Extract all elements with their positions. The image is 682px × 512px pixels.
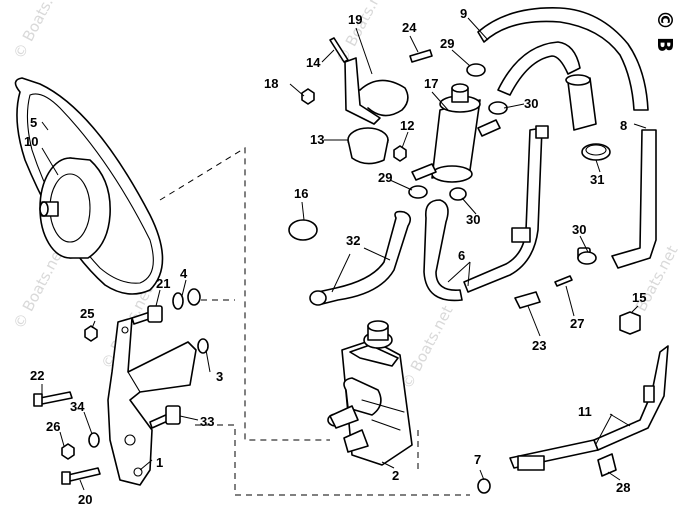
callout-19: 19 [348,12,362,27]
hardware-items [33,247,591,494]
callout-17: 17 [424,76,438,91]
callout-18: 18 [264,76,278,91]
callout-15: 15 [632,290,646,305]
callout-34: 34 [70,399,85,414]
watermark-text: © Boats.net [398,303,457,392]
return-hose [477,7,649,131]
callout-labels: 5 10 21 4 25 3 22 34 26 33 1 20 2 7 11 2… [24,6,646,507]
callout-8: 8 [620,118,627,133]
tube-assembly [423,125,549,302]
pressure-hose-upper [611,129,657,269]
callout-26: 26 [46,419,60,434]
callout-27: 27 [570,316,584,331]
callout-29b: 29 [378,170,392,185]
callout-22: 22 [30,368,44,383]
power-steering-pump [327,320,413,466]
callout-11: 11 [578,404,592,419]
callout-16: 16 [294,186,308,201]
assembly-dashed-lines [159,147,470,496]
callout-9: 9 [460,6,467,21]
callout-7: 7 [474,452,481,467]
callout-24: 24 [402,20,417,35]
pulley [39,157,111,259]
reservoir-bracket [301,37,433,165]
callout-30a: 30 [524,96,538,111]
callout-29a: 29 [440,36,454,51]
callout-5: 5 [30,115,37,130]
copyright-mark: © B [653,10,677,52]
callout-12: 12 [400,118,414,133]
callout-25: 25 [80,306,94,321]
callout-3: 3 [216,369,223,384]
callout-21: 21 [156,276,170,291]
callout-20: 20 [78,492,92,507]
mounting-bracket [107,317,197,486]
callout-14: 14 [306,55,321,70]
watermark-text: © Boats.net [10,0,69,62]
callout-31: 31 [590,172,604,187]
callout-2: 2 [392,468,399,483]
cooler-canister [411,83,501,183]
callout-1: 1 [156,455,163,470]
callout-30c: 30 [572,222,586,237]
callout-33: 33 [200,414,214,429]
callout-6: 6 [458,248,465,263]
inlet-hose [317,210,412,305]
callout-23: 23 [532,338,546,353]
high-pressure-line [509,311,669,471]
callout-30b: 30 [466,212,480,227]
leader-lines [41,17,647,491]
callout-4: 4 [180,266,188,281]
callout-32: 32 [346,233,360,248]
callout-28: 28 [616,480,630,495]
callout-13: 13 [310,132,324,147]
callout-10: 10 [24,134,38,149]
